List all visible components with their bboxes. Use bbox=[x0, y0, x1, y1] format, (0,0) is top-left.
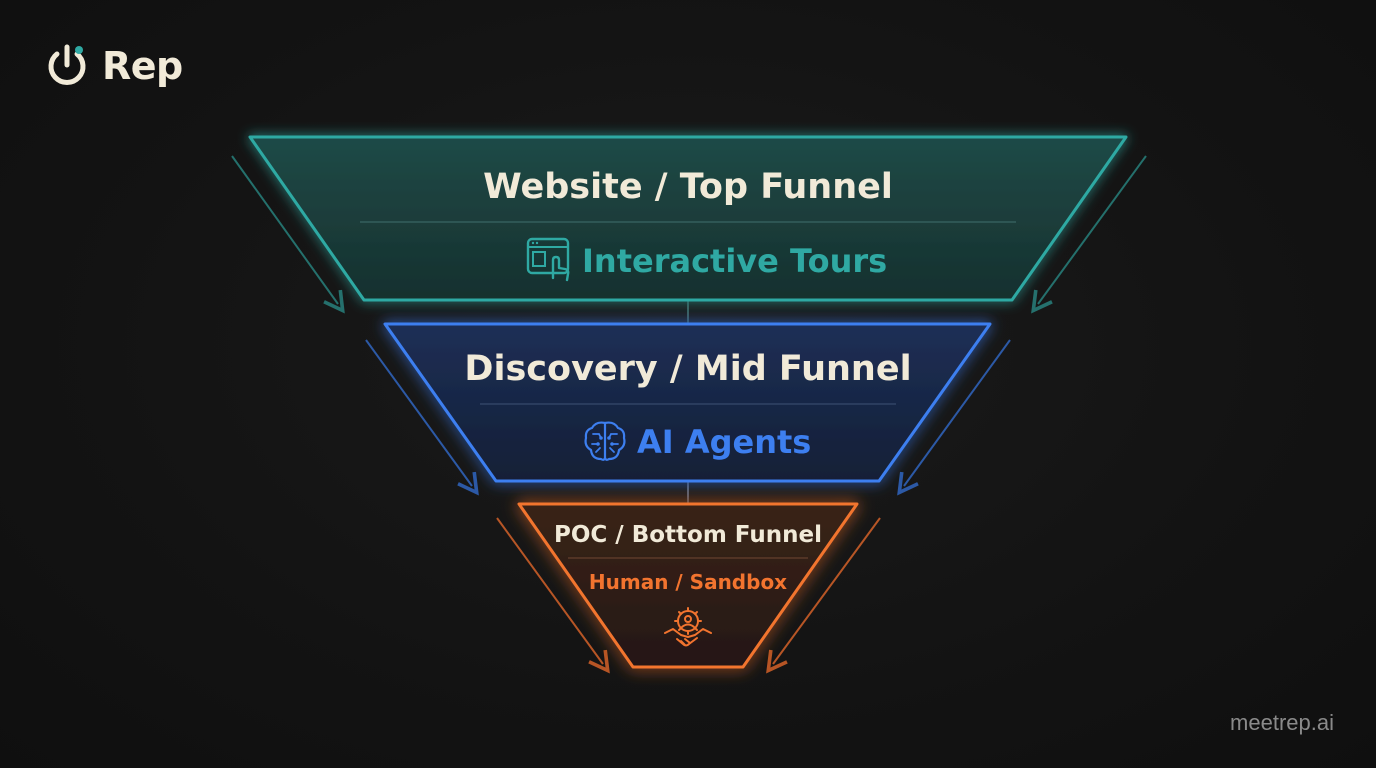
stage-title: Website / Top Funnel bbox=[483, 167, 893, 207]
stage-subtitle: AI Agents bbox=[637, 423, 811, 461]
watermark-url[interactable]: meetrep.ai bbox=[1230, 710, 1334, 735]
funnel-stage-mid: Discovery / Mid Funnel AI Agents bbox=[383, 322, 992, 483]
brand-name: Rep bbox=[102, 44, 183, 88]
side-arrows bbox=[231, 155, 1147, 674]
arrow-icon bbox=[496, 517, 610, 674]
funnel-stage-bottom: POC / Bottom Funnel Human / Sandbox bbox=[517, 502, 859, 669]
funnel-stage-top: Website / Top Funnel Interactive Tours bbox=[248, 135, 1128, 302]
arrow-icon bbox=[897, 339, 1011, 496]
stage-subtitle: Human / Sandbox bbox=[589, 570, 787, 594]
brand-logo[interactable]: Rep bbox=[42, 38, 183, 94]
brain-circuit-icon bbox=[584, 421, 626, 461]
browser-touch-icon bbox=[526, 237, 570, 282]
arrow-icon bbox=[1031, 155, 1147, 314]
power-icon bbox=[48, 44, 86, 85]
stage-title: POC / Bottom Funnel bbox=[554, 522, 822, 548]
arrow-icon bbox=[231, 155, 345, 314]
arrow-icon bbox=[365, 339, 479, 496]
arrow-icon bbox=[766, 517, 881, 674]
stage-title: Discovery / Mid Funnel bbox=[464, 349, 911, 389]
handshake-gear-icon bbox=[664, 607, 712, 647]
stage-subtitle: Interactive Tours bbox=[582, 242, 887, 280]
